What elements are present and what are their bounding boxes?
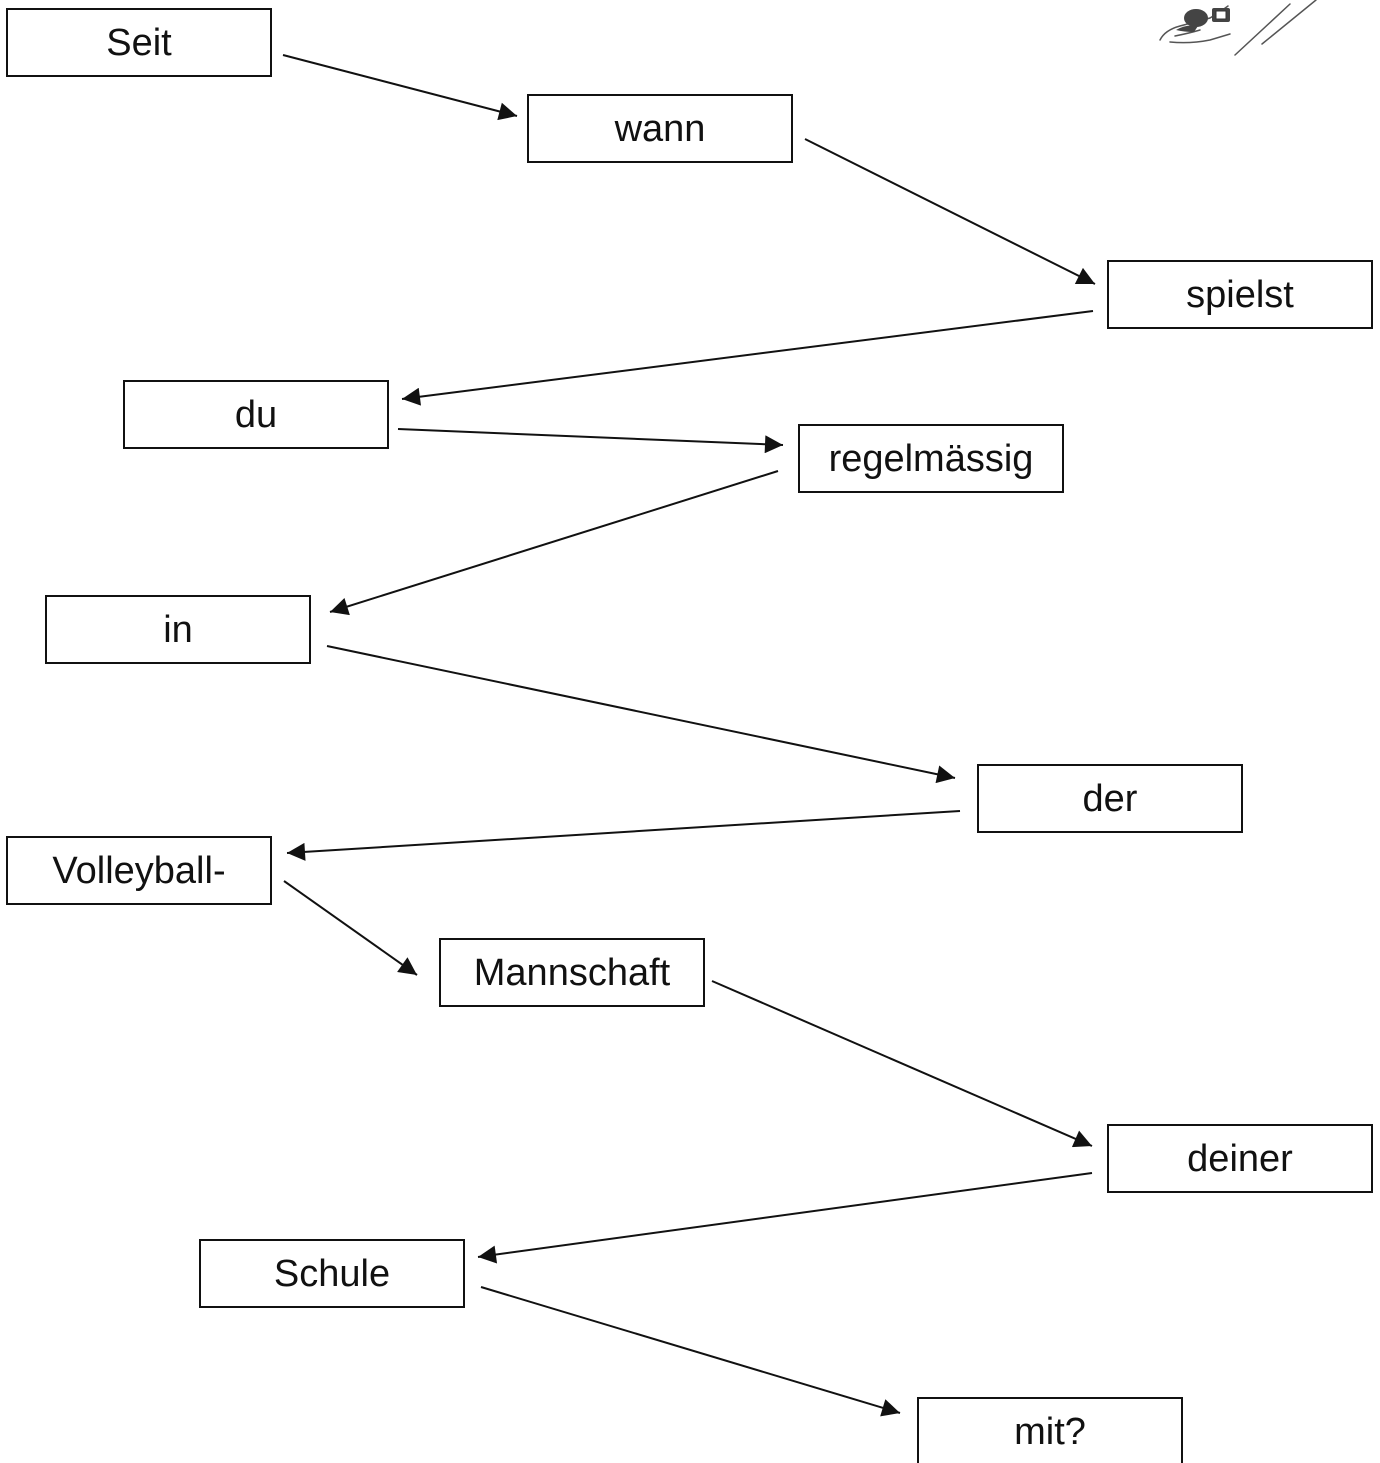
word-text: spielst	[1186, 274, 1294, 316]
word-text: deiner	[1187, 1138, 1293, 1180]
arrow-der-volleyball	[286, 810, 961, 861]
word-text: regelmässig	[828, 438, 1034, 480]
word-box-schule: Schule	[199, 1239, 465, 1308]
word-text: du	[234, 394, 278, 436]
word-box-wann: wann	[527, 94, 793, 163]
arrow-mannschaft-deiner	[711, 980, 1093, 1148]
arrow-in-der	[326, 645, 956, 784]
word-box-in: in	[45, 595, 311, 664]
word-text: Schule	[273, 1253, 391, 1295]
word-text: Seit	[106, 22, 172, 64]
word-text: der	[1082, 778, 1138, 820]
skier-icon	[1159, 0, 1317, 56]
word-text: mit?	[1014, 1411, 1086, 1453]
arrow-du-regelmaessig	[397, 428, 784, 454]
word-box-seit: Seit	[6, 8, 272, 77]
arrow-spielst-du	[401, 310, 1094, 406]
word-text: Mannschaft	[473, 952, 671, 994]
arrow-deiner-schule	[477, 1172, 1093, 1264]
word-text: Volleyball-	[52, 850, 226, 892]
word-box-mit: mit?	[917, 1397, 1183, 1463]
word-box-du: du	[123, 380, 389, 449]
arrow-wann-spielst	[804, 138, 1096, 285]
arrow-volleyball-mannschaft	[283, 880, 418, 976]
word-box-spielst: spielst	[1107, 260, 1373, 329]
word-box-der: der	[977, 764, 1243, 833]
word-box-regelmaessig: regelmässig	[798, 424, 1064, 493]
word-box-deiner: deiner	[1107, 1124, 1373, 1193]
word-text: wann	[614, 108, 706, 150]
word-text: in	[163, 609, 193, 651]
word-box-mannschaft: Mannschaft	[439, 938, 705, 1007]
arrow-regelmaessig-in	[329, 470, 779, 616]
arrow-seit-wann	[282, 54, 518, 121]
word-box-volleyball: Volleyball-	[6, 836, 272, 905]
arrow-schule-mit	[480, 1286, 901, 1417]
